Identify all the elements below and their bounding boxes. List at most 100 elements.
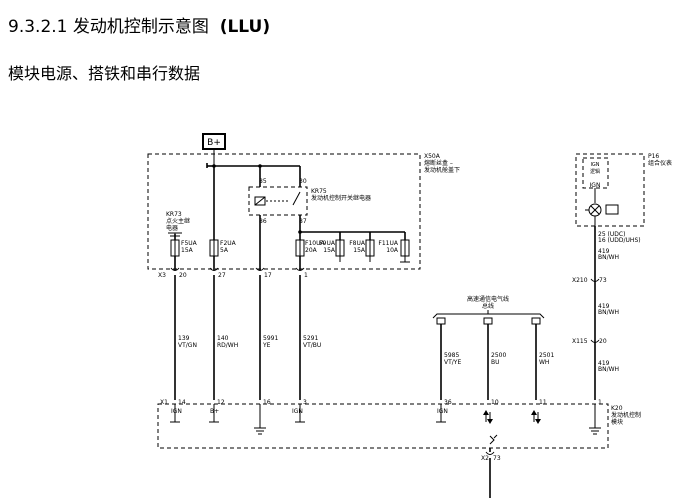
- cluster-pin-2: 16 (UDD/UHS): [598, 237, 641, 244]
- cluster-ign: IGN: [590, 182, 601, 189]
- fuse-f11ua-rating: 10A: [386, 247, 399, 254]
- wire-5991-circuit: 5991: [263, 335, 278, 342]
- cluster-inner-2: 逻辑: [590, 168, 600, 175]
- relay-kr75-desc: 发动机控制开关继电器: [311, 194, 371, 202]
- relay-kr75: 85 30 86 87 KR75 发动机控制开关继电器: [248, 178, 371, 232]
- fuse-f10ua-rating: 20A: [305, 247, 318, 254]
- fuse-f9ua-rating: 15A: [323, 247, 336, 254]
- switched-bus: [298, 230, 406, 240]
- ecm-label-bplus: B+: [210, 408, 219, 415]
- wire-5291-circuit: 5291: [303, 335, 318, 342]
- wire-139-circuit: 139: [178, 335, 190, 342]
- wire-5985-circuit: 5985: [444, 352, 459, 359]
- battery-positive-source: B+: [202, 133, 226, 170]
- x3-pin-17: 17: [264, 272, 272, 279]
- cluster-wire-color: BN/WH: [598, 254, 619, 261]
- relay-kr73: KR73 点火主继 电器: [166, 211, 190, 240]
- left-wires: 139 VT/GN 140 RD/WH 5991 YE 5291 VT/BU: [174, 275, 321, 400]
- ecm-label-ign-2: IGN: [292, 408, 303, 415]
- cluster-pin-1: 25 (UDC): [598, 231, 625, 238]
- ecm-pin-10: 10: [491, 399, 499, 406]
- ecm-pin-12: 12: [217, 399, 225, 406]
- section-number: 9.3.2.1: [8, 17, 68, 37]
- cluster-wire: 25 (UDC) 16 (UDD/UHS) 419 BN/WH X210 73 …: [572, 226, 641, 400]
- fuse-f5ua: F5UA 15A: [170, 234, 198, 270]
- fuse-f9ua: F9UA 15A: [319, 239, 345, 262]
- ecm-desc-2: 模块: [611, 418, 623, 426]
- serial-data-bus: 高速通信电气线 总线 5985 VT/YE 2500 BU 2501 WH: [432, 295, 554, 400]
- engine-icon: [605, 204, 619, 215]
- engine-variant: (LLU): [219, 17, 271, 37]
- wire-5985-color: VT/YE: [444, 359, 461, 366]
- ecm-pin-11: 11: [539, 399, 547, 406]
- x210-color: BN/WH: [598, 309, 619, 316]
- relay-pin-86: 86: [259, 218, 267, 225]
- wire-140-circuit: 140: [217, 335, 229, 342]
- ecm-pin-3: 3: [303, 399, 307, 406]
- ecm-desc-1: 发动机控制: [611, 411, 641, 419]
- ecm-pin-1: 1: [598, 399, 602, 406]
- ecm-name: K20: [611, 405, 623, 412]
- wire-2501-circuit: 2501: [539, 352, 554, 359]
- x210-pin: 73: [599, 277, 607, 284]
- x2-pin: 73: [493, 455, 501, 462]
- wire-2501-color: WH: [539, 359, 549, 366]
- fuse-f2ua: F2UA 5A: [209, 239, 237, 270]
- relay-pin-87: 87: [299, 218, 307, 225]
- ecm-connector: X1: [160, 399, 168, 406]
- connector-x2: X2 73: [481, 434, 501, 498]
- instrument-cluster-p16: P16 组合仪表 IGN 逻辑 IGN: [575, 153, 672, 227]
- ecm-pin-36: 36: [444, 399, 452, 406]
- relay-kr73-name: KR73: [166, 211, 182, 218]
- ecm-label-ign-1: IGN: [171, 408, 182, 415]
- power-label: B+: [207, 138, 221, 148]
- fuse-f8ua-name: F8UA: [349, 240, 366, 247]
- x115-name: X115: [572, 338, 588, 345]
- relay-pin-85: 85: [259, 178, 267, 185]
- page-subtitle: 模块电源、搭铁和串行数据: [8, 64, 201, 83]
- x210-circuit: 419: [598, 303, 610, 310]
- fuse-f10ua-name: F10UA: [305, 240, 325, 247]
- wire-2500-circuit: 2500: [491, 352, 506, 359]
- engine-control-module-k20: K20 发动机控制 模块 X1 14 12 16 3 36 10 11 1 IG…: [157, 399, 641, 449]
- wire-139-color: VT/GN: [178, 342, 197, 349]
- data-arrow-icon: [483, 410, 541, 424]
- fuse-f9ua-name: F9UA: [319, 240, 336, 247]
- wire-5291-color: VT/BU: [303, 342, 321, 349]
- fuse-f10ua: F10UA 20A: [295, 239, 325, 270]
- ecm-pin-14: 14: [178, 399, 186, 406]
- bus-label-2: 总线: [482, 302, 494, 310]
- b-plus-bus: [206, 163, 301, 249]
- connector-x3-name: X3: [158, 272, 166, 279]
- wire-140-color: RD/WH: [217, 342, 238, 349]
- fuse-block-x50a: X50A 熔断丝盒 – 发动机舱盖下: [147, 153, 460, 270]
- fuse-f5ua-rating: 15A: [181, 247, 194, 254]
- fuse-f11ua-name: F11UA: [378, 240, 398, 247]
- fuse-f5ua-name: F5UA: [181, 240, 198, 247]
- diagram-title: 发动机控制示意图: [72, 17, 209, 37]
- x3-pin-27: 27: [218, 272, 226, 279]
- fuse-f11ua: F11UA 10A: [378, 239, 410, 263]
- relay-kr73-desc: 点火主继: [166, 217, 190, 225]
- connector-x3: X3 20 27 17 1: [158, 267, 308, 279]
- relay-kr73-desc-2: 电器: [166, 224, 178, 232]
- wire-5991-color: YE: [262, 342, 271, 349]
- x3-pin-1: 1: [304, 272, 308, 279]
- ecm-pin-16: 16: [263, 399, 271, 406]
- fuse-block-name: X50A: [424, 153, 441, 160]
- page-title: 9.3.2.1 发动机控制示意图 (LLU): [8, 12, 270, 37]
- fuse-f2ua-name: F2UA: [220, 240, 237, 247]
- fuse-f2ua-rating: 5A: [220, 247, 229, 254]
- x115-pin: 20: [599, 338, 607, 345]
- x210-name: X210: [572, 277, 588, 284]
- x115-color: BN/WH: [598, 366, 619, 373]
- x115-circuit: 419: [598, 360, 610, 367]
- bus-label: 高速通信电气线: [467, 295, 509, 303]
- ecm-label-ign-3: IGN: [437, 408, 448, 415]
- cluster-name: P16: [648, 153, 659, 160]
- cluster-desc: 组合仪表: [648, 159, 672, 167]
- x3-pin-20: 20: [179, 272, 187, 279]
- relay-kr75-name: KR75: [311, 188, 327, 195]
- wire-2500-color: BU: [491, 359, 500, 366]
